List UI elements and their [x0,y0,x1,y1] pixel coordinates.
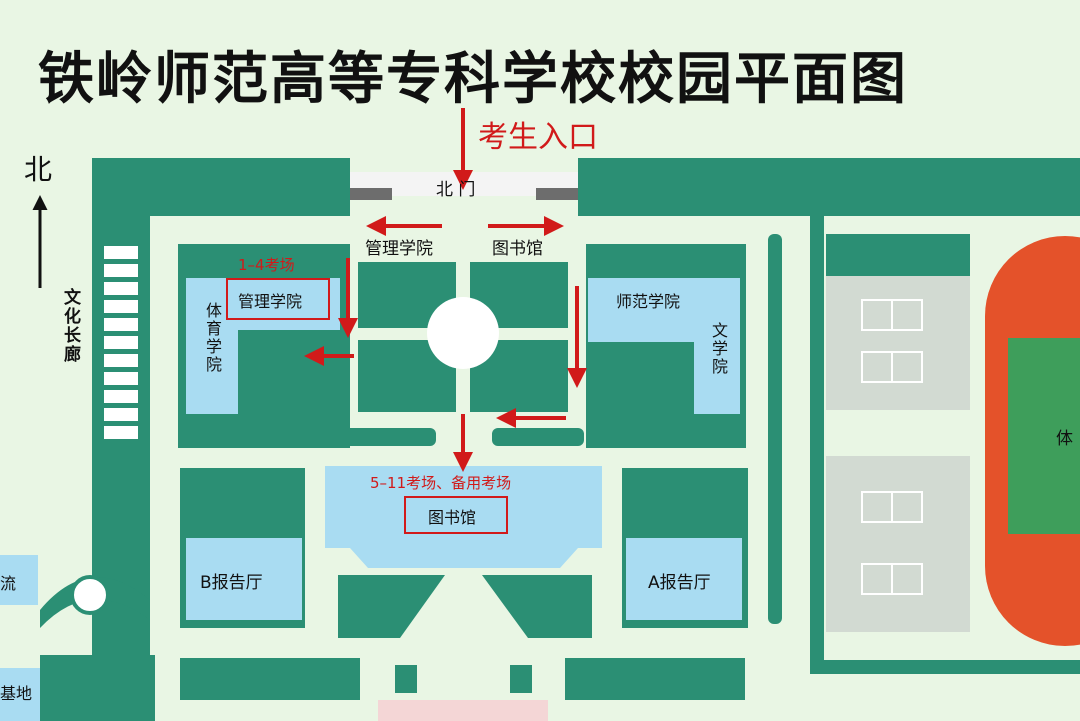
roundabout [40,575,150,628]
arrow-label-management: 管理学院 [365,239,433,259]
literature-building-label: 文学院 [709,322,728,376]
stadium [985,236,1080,646]
south-plaza [180,234,782,700]
hall-b-label: B报告厅 [200,573,263,593]
central-circle [427,297,499,369]
route-arrows [304,108,587,472]
north-label: 北 [24,153,53,186]
management-building [186,278,340,414]
exam-room-label-5-11: 5–11考场、备用考场 [370,474,512,492]
library-building-label: 图书馆 [428,508,477,527]
normal-building-label: 师范学院 [616,292,681,311]
cultural-corridor [104,246,138,439]
west-base-building [0,668,40,721]
campus-boundary [40,158,1080,721]
entrance-label: 考生入口 [478,120,598,155]
normal-building [588,278,740,414]
exam-room-label-1-4: 1–4考场 [238,256,295,274]
library-highlight-box [404,496,508,534]
arrow-label-library: 图书馆 [492,239,543,259]
management-highlight-box [226,278,330,320]
hall-a-building [626,538,742,620]
sports-courts [826,234,970,632]
west-flow-building [0,555,38,605]
west-flow-label: 流 [0,574,17,593]
management-building-label: 管理学院 [238,292,303,311]
hall-b-building [186,538,302,620]
west-base-label: 基地 [0,684,33,703]
central-quad [344,262,584,446]
south-building [378,700,548,721]
hall-a-label: A报告厅 [648,573,711,593]
sports-building-label: 体育学院 [203,302,222,374]
stadium-label: 体 [1056,429,1073,449]
north-gate-label: 北 门 [436,180,476,200]
map-title: 铁岭师范高等专科学校校园平面图 [38,47,908,112]
cultural-corridor-label: 文化长廊 [60,288,80,364]
library-building [325,466,602,568]
